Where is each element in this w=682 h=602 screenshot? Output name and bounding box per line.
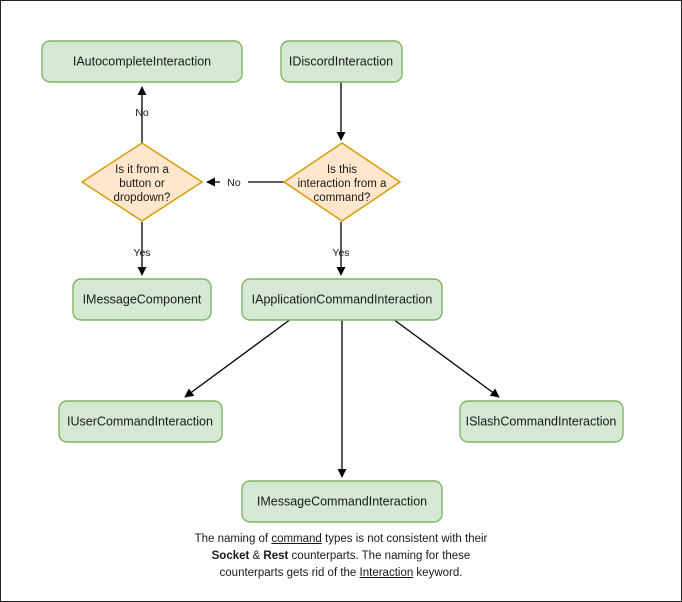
edge-button-decision-to-messagecomponent: Yes bbox=[133, 222, 151, 276]
caption-line-3-underlined-term: Interaction bbox=[359, 567, 414, 579]
node-decision-is-command-shape[interactable] bbox=[282, 142, 402, 222]
edge-label-yes-button: Yes bbox=[133, 247, 150, 259]
edge-label-no-command: No bbox=[227, 177, 241, 189]
node-slash-command-interaction-label: ISlashCommandInteraction bbox=[466, 414, 617, 428]
caption-line-3: counterparts gets rid of the Interaction… bbox=[1, 565, 681, 582]
edge-command-decision-to-appcommand: Yes bbox=[332, 222, 350, 276]
node-application-command-interaction[interactable]: IApplicationCommandInteraction bbox=[241, 278, 443, 321]
node-application-command-interaction-label: IApplicationCommandInteraction bbox=[252, 292, 433, 306]
edge-label-no-button: No bbox=[135, 107, 149, 119]
node-user-command-interaction-shape[interactable] bbox=[58, 400, 223, 443]
caption-line-3-text-b: keyword. bbox=[413, 567, 463, 579]
node-message-component-label: IMessageComponent bbox=[83, 292, 202, 306]
caption-ampersand: & bbox=[249, 550, 264, 562]
node-decision-is-command-line-3: command? bbox=[314, 192, 371, 204]
node-decision-is-command-line-2: interaction from a bbox=[298, 178, 387, 190]
node-message-command-interaction-label: IMessageCommandInteraction bbox=[257, 494, 427, 508]
caption-line-2-text: counterparts. The naming for these bbox=[288, 550, 471, 562]
node-autocomplete-interaction-label: IAutocompleteInteraction bbox=[73, 54, 211, 68]
node-message-component[interactable]: IMessageComponent bbox=[72, 278, 212, 321]
edge-appcommand-to-slashcommand bbox=[392, 318, 500, 398]
caption-line-3-text-a: counterparts gets rid of the bbox=[219, 567, 360, 579]
node-decision-button-or-dropdown-line-2: button or bbox=[119, 178, 165, 190]
node-decision-button-or-dropdown-line-1: Is it from a bbox=[115, 164, 169, 176]
node-user-command-interaction-label: IUserCommandInteraction bbox=[67, 414, 213, 428]
caption-line-1-underlined-term: command bbox=[271, 533, 322, 545]
node-decision-is-command[interactable]: Is this interaction from a command? bbox=[282, 142, 402, 222]
node-slash-command-interaction-shape[interactable] bbox=[459, 400, 624, 443]
caption-rest-term: Rest bbox=[263, 550, 289, 562]
caption-line-1: The naming of command types is not consi… bbox=[1, 531, 681, 548]
node-decision-is-command-line-1: Is this bbox=[327, 164, 357, 176]
node-autocomplete-interaction[interactable]: IAutocompleteInteraction bbox=[41, 40, 243, 83]
edge-label-yes-command: Yes bbox=[332, 247, 349, 259]
node-discord-interaction-shape[interactable] bbox=[280, 40, 403, 83]
caption-line-1-text-a: The naming of bbox=[194, 533, 272, 545]
node-decision-button-or-dropdown-shape[interactable] bbox=[80, 142, 204, 222]
caption-line-2: Socket & Rest counterparts. The naming f… bbox=[1, 548, 681, 565]
node-autocomplete-interaction-shape[interactable] bbox=[41, 40, 243, 83]
caption-socket-term: Socket bbox=[211, 550, 250, 562]
node-slash-command-interaction[interactable]: ISlashCommandInteraction bbox=[459, 400, 624, 443]
edge-command-decision-to-button-decision: No bbox=[206, 177, 284, 189]
node-user-command-interaction[interactable]: IUserCommandInteraction bbox=[58, 400, 223, 443]
node-decision-button-or-dropdown-line-3: dropdown? bbox=[114, 192, 171, 204]
node-message-component-shape[interactable] bbox=[72, 278, 212, 321]
node-discord-interaction-label: IDiscordInteraction bbox=[289, 54, 393, 68]
node-application-command-interaction-shape[interactable] bbox=[241, 278, 443, 321]
node-message-command-interaction[interactable]: IMessageCommandInteraction bbox=[241, 480, 443, 523]
edge-appcommand-to-usercommand bbox=[184, 318, 292, 398]
caption-line-1-text-b: types is not consistent with their bbox=[321, 533, 488, 545]
edge-button-decision-to-autocomplete: No bbox=[135, 86, 149, 143]
node-message-command-interaction-shape[interactable] bbox=[241, 480, 443, 523]
node-discord-interaction[interactable]: IDiscordInteraction bbox=[280, 40, 403, 83]
node-decision-button-or-dropdown[interactable]: Is it from a button or dropdown? bbox=[80, 142, 204, 222]
diagram-caption: The naming of command types is not consi… bbox=[1, 531, 681, 582]
